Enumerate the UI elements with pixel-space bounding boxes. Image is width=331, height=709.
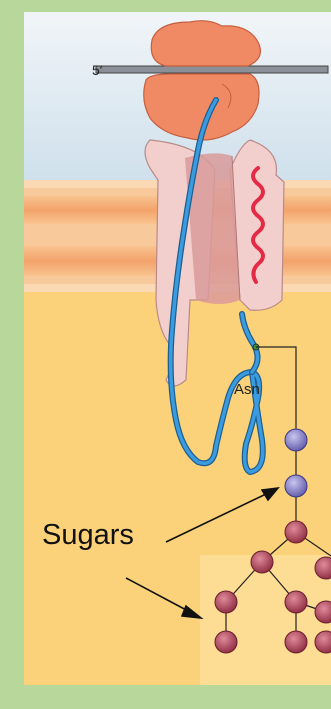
- five-prime-label: 5′: [92, 62, 102, 78]
- sugars-label: Sugars: [42, 519, 134, 552]
- mrna-strand-icon: [96, 66, 328, 73]
- lumen-lower-band: [200, 555, 331, 685]
- ribosome-icon: [144, 21, 261, 140]
- asn-label: Asn: [234, 381, 260, 398]
